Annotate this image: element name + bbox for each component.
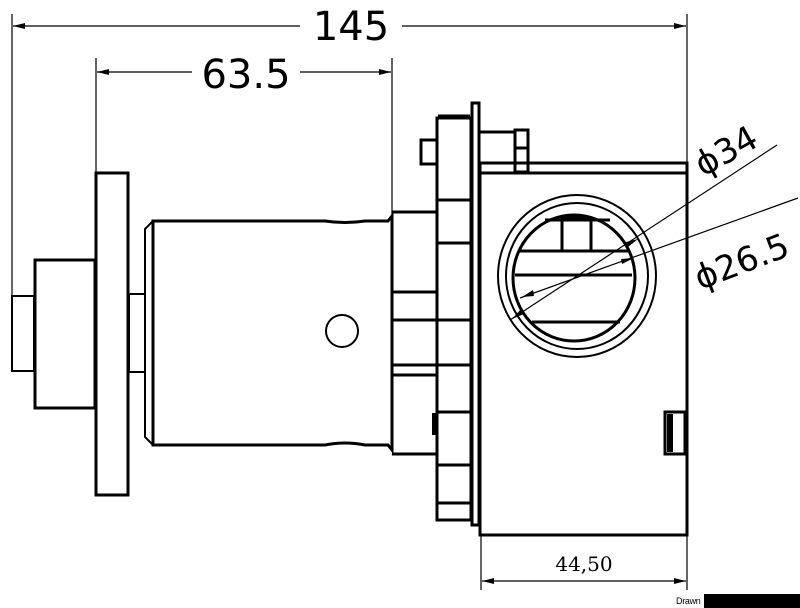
motor-body	[144, 211, 394, 455]
port-key	[560, 216, 593, 251]
arrowhead-left-icon	[482, 578, 494, 584]
arrowhead-left-icon	[13, 23, 25, 29]
leader-outer-diameter	[509, 144, 778, 321]
adapter-bracket	[390, 101, 481, 527]
arrowhead-right-icon	[379, 69, 391, 75]
dimension-label-44-50: 44,50	[555, 552, 612, 576]
drawn-by-label: Drawn	[676, 596, 701, 606]
dimension-label-dia-26-5: ϕ26.5	[689, 226, 795, 299]
dimension-label-63-5: 63.5	[201, 52, 290, 98]
port-ring	[505, 202, 649, 350]
dimension-overall-length: 145	[11, 4, 688, 372]
arrowhead-right-icon	[674, 23, 686, 29]
gasket-plate	[470, 101, 481, 527]
arrowhead-icon	[512, 309, 524, 319]
dimension-motor-length: 63.5	[95, 52, 393, 215]
arrowhead-icon	[522, 290, 534, 297]
top-nut	[513, 128, 530, 174]
arrowhead-icon	[626, 239, 638, 247]
rear-shaft-stub	[11, 295, 35, 372]
lower-bolt-icon	[432, 413, 437, 435]
leader-inner-diameter	[519, 197, 799, 299]
adapter-lower	[392, 373, 439, 456]
flange-spacer	[128, 293, 146, 373]
side-drain-plug	[663, 410, 687, 456]
motor-rear-end	[11, 171, 146, 497]
adapter-upper	[392, 210, 439, 294]
adapter-middle	[390, 318, 474, 367]
pump-top-boss	[480, 130, 517, 163]
motor-chamfer	[144, 220, 154, 446]
dimension-pump-width: 44,50	[480, 536, 688, 590]
upper-bolt-head	[419, 138, 439, 166]
port-inner-bore	[511, 213, 637, 343]
drain-plug-shade	[667, 414, 673, 452]
inlet-port	[497, 194, 657, 358]
arrowhead-right-icon	[674, 578, 686, 584]
rear-cap	[33, 258, 97, 410]
mounting-flange	[94, 171, 130, 497]
dimension-label-dia-34: ϕ34	[688, 118, 765, 185]
port-outer-ring	[497, 194, 657, 358]
pump-body	[478, 128, 689, 537]
motor-vent-hole	[325, 314, 359, 348]
redacted-credit-bar	[704, 594, 800, 608]
dimension-label-145: 145	[313, 4, 389, 50]
motor-housing	[151, 211, 394, 455]
arrowhead-icon	[621, 258, 634, 264]
arrowhead-left-icon	[97, 69, 109, 75]
pump-housing	[478, 171, 689, 537]
